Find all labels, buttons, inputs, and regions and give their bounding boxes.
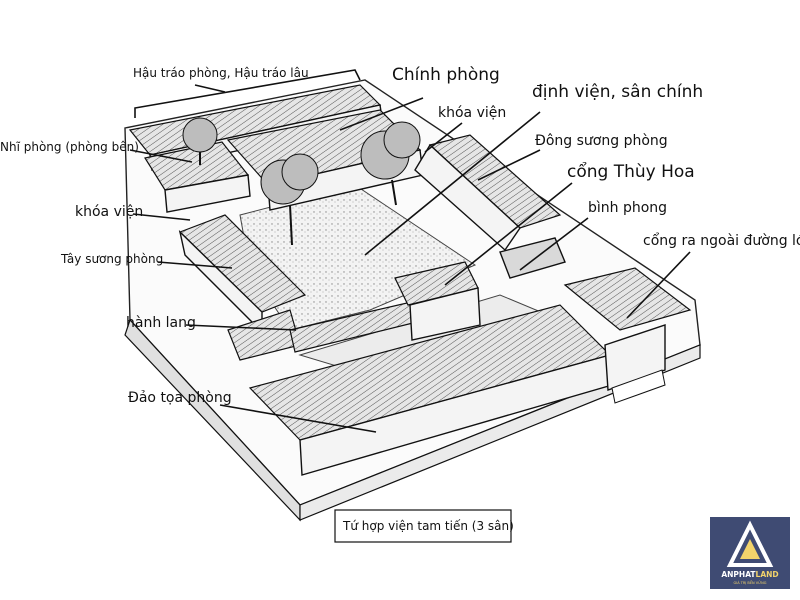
entrance-gate-wall bbox=[604, 324, 666, 391]
label-khoa-vien-left: khóa viện bbox=[75, 204, 143, 220]
caption-text: Tứ hợp viện tam tiến (3 sân) bbox=[342, 519, 514, 533]
logo-accent-icon bbox=[740, 539, 760, 559]
entrance-steps bbox=[611, 369, 666, 404]
brand-logo: ANPHATLAND GIÁ TRỊ BỀN VỮNG bbox=[710, 517, 790, 589]
label-cong-thuy-hoa: cổng Thùy Hoa bbox=[567, 161, 695, 182]
label-dao-toa: Đảo tọa phòng bbox=[128, 390, 232, 406]
flower-gate-wall bbox=[409, 287, 481, 341]
label-tay-suong: Tây sương phòng bbox=[60, 252, 163, 266]
label-hau-trao: Hậu tráo phòng, Hậu tráo lâu bbox=[133, 66, 309, 80]
leader-binh-phong bbox=[519, 217, 589, 271]
leader-dinh-vien bbox=[364, 111, 541, 256]
tree-back-left bbox=[182, 117, 218, 165]
logo-triangle-icon bbox=[726, 520, 774, 567]
logo-tagline: GIÁ TRỊ BỀN VỮNG bbox=[733, 580, 766, 585]
leader-tay-suong bbox=[157, 261, 233, 269]
label-dinh-vien: định viện, sân chính bbox=[532, 82, 703, 102]
label-chinh-phong: Chính phòng bbox=[392, 65, 500, 85]
leader-chinh-phong bbox=[339, 97, 424, 131]
leader-nhi-phong bbox=[129, 149, 193, 163]
label-binh-phong: bình phong bbox=[588, 200, 667, 216]
label-nhi-phong: Nhĩ phòng (phòng bên) bbox=[0, 140, 139, 154]
ear-room-wall bbox=[164, 174, 251, 213]
label-dong-suong: Đông sương phòng bbox=[535, 133, 668, 149]
leader-hanh-lang bbox=[185, 324, 297, 331]
leader-hau-trao-bracket bbox=[134, 69, 361, 118]
leader-dao-toa bbox=[219, 404, 377, 433]
tree-courtyard-left bbox=[260, 153, 319, 246]
caption-box bbox=[334, 509, 512, 543]
leader-khoa-vien-left bbox=[132, 213, 191, 221]
entrance-gate-roof bbox=[563, 267, 692, 331]
east-wing-wall bbox=[414, 143, 521, 252]
leader-lines bbox=[129, 69, 691, 433]
leader-cong-ra bbox=[626, 251, 691, 319]
label-cong-ra: cổng ra ngoài đường lớn bbox=[643, 232, 800, 249]
label-hanh-lang: hành lang bbox=[126, 315, 196, 331]
leader-hau-trao bbox=[194, 84, 226, 93]
leader-cong-thuy-hoa bbox=[444, 182, 573, 286]
leader-khoa-vien-top bbox=[424, 122, 463, 153]
label-khoa-vien-top: khóa viện bbox=[438, 105, 506, 121]
tree-courtyard-right bbox=[360, 121, 421, 206]
logo-brand-text: ANPHATLAND bbox=[721, 570, 778, 579]
leader-dong-suong bbox=[477, 149, 541, 181]
